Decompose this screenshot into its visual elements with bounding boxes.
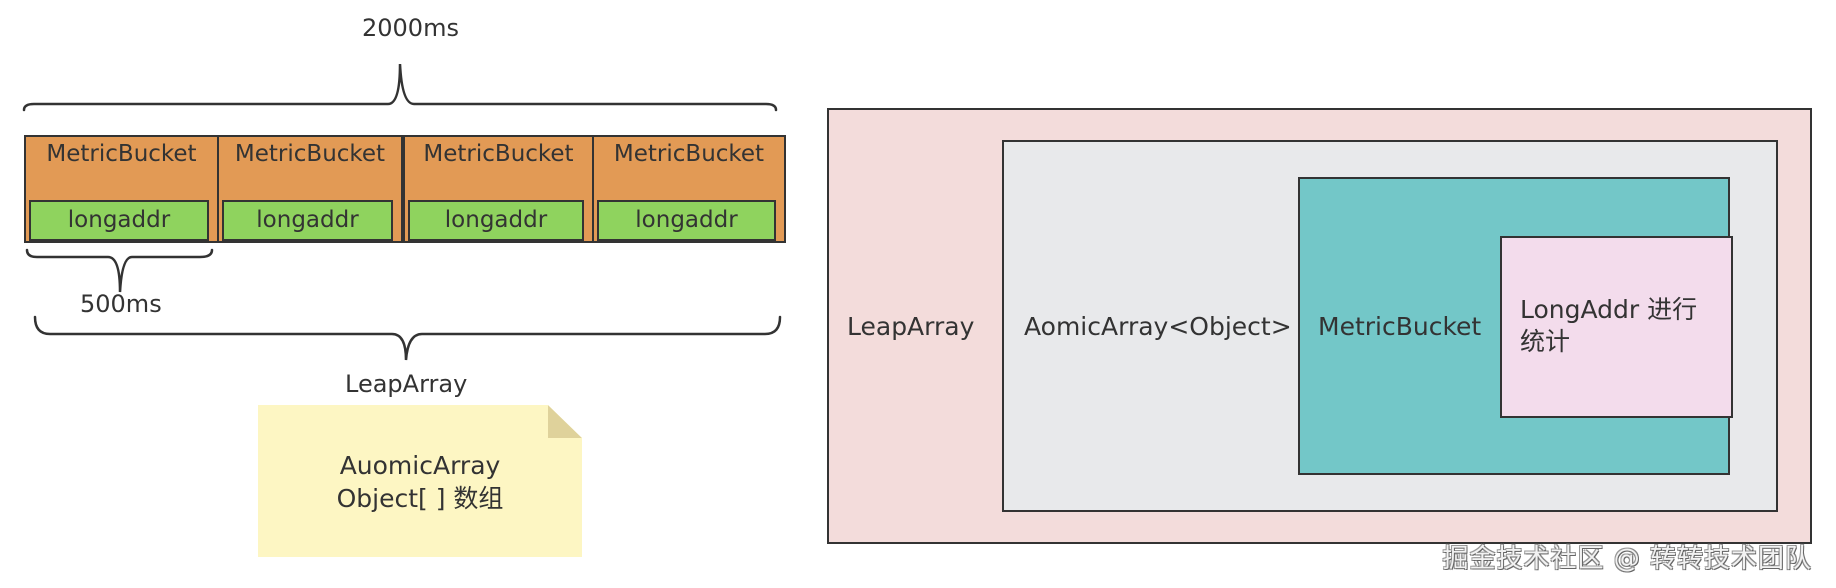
note-card: AuomicArray Object[ ] 数组 [258,405,582,557]
metric-bucket: MetricBucket longaddr [217,135,403,243]
note-text: AuomicArray Object[ ] 数组 [258,449,582,515]
metric-bucket-title: MetricBucket [234,141,386,167]
longaddr-box: longaddr [222,200,393,241]
note-fold [548,405,582,438]
note-line-2: Object[ ] 数组 [336,484,504,513]
leaparray-label: LeapArray [847,312,975,341]
top-brace [22,63,778,112]
bottom-brace-label: LeapArray [345,370,468,398]
longaddr-label-line-1: LongAddr 进行 [1520,295,1698,324]
longaddr-label: LongAddr 进行 统计 [1520,294,1697,358]
top-brace-label: 2000ms [362,14,459,42]
metric-bucket: MetricBucket longaddr [24,135,219,243]
metric-bucket-title: MetricBucket [613,141,765,167]
metric-bucket: MetricBucket longaddr [592,135,786,243]
watermark: 掘金技术社区 @ 转转技术团队 [1442,544,1812,574]
longaddr-box: longaddr [597,200,776,241]
longaddr-box: longaddr [29,200,209,241]
note-line-1: AuomicArray [339,451,501,480]
aomicarray-label: AomicArray<Object> [1024,312,1292,341]
metric-bucket-title: MetricBucket [423,141,574,167]
bottom-brace [33,315,782,361]
small-brace-label: 500ms [80,290,162,318]
longaddr-box-right: LongAddr 进行 统计 [1500,236,1733,418]
metricbucket-label: MetricBucket [1318,312,1482,341]
small-brace [25,248,214,293]
longaddr-label-line-2: 统计 [1520,327,1571,356]
metric-bucket: MetricBucket longaddr [403,135,594,243]
longaddr-box: longaddr [408,200,584,241]
metric-bucket-title: MetricBucket [46,141,197,167]
